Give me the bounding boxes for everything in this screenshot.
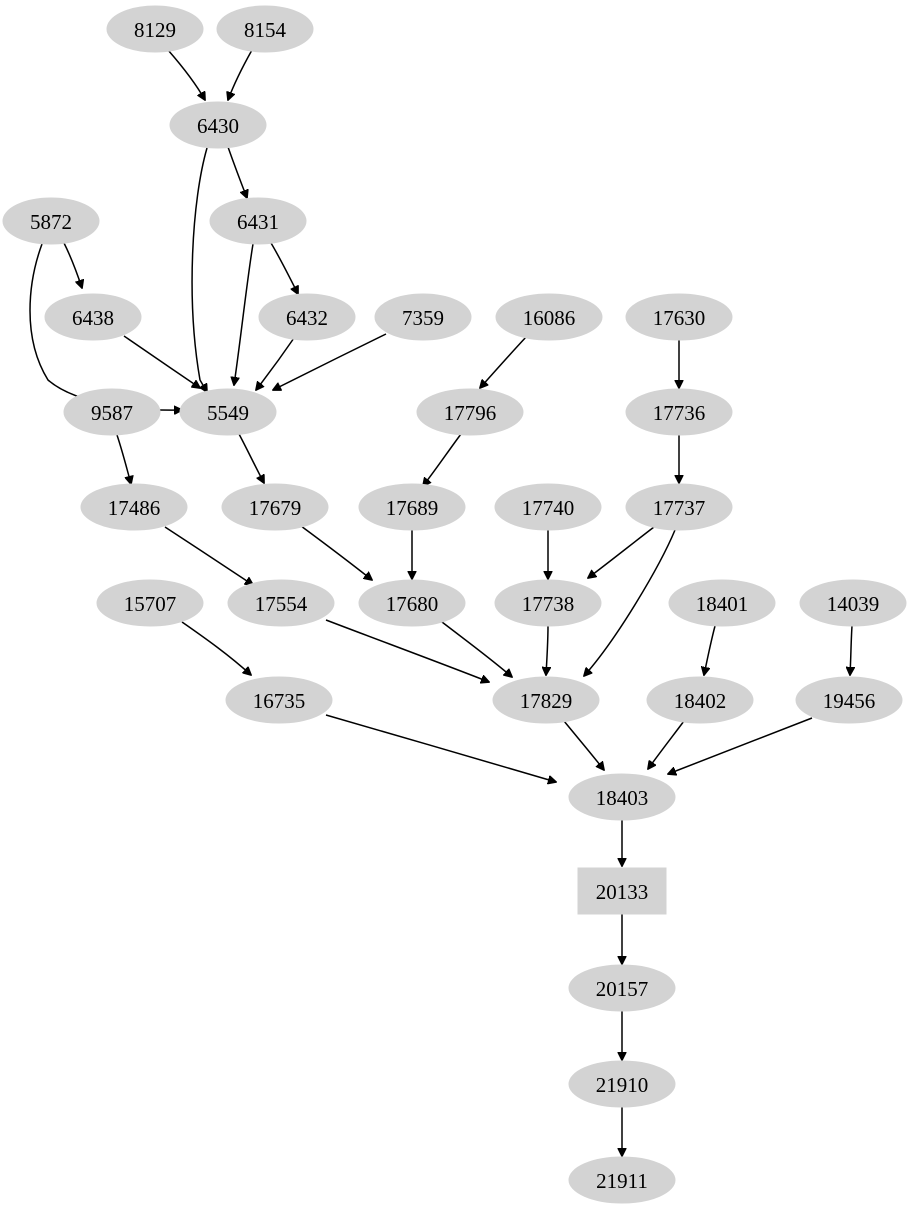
node-shape-ellipse[interactable]: [568, 964, 676, 1012]
graph-node[interactable]: 9587: [63, 388, 161, 436]
node-shape-ellipse[interactable]: [568, 1060, 676, 1108]
graph-node[interactable]: 6430: [169, 101, 267, 149]
node-shape-ellipse[interactable]: [44, 293, 142, 341]
graph-node[interactable]: 20157: [568, 964, 676, 1012]
graph-edge: [300, 525, 372, 580]
node-shape-ellipse[interactable]: [227, 579, 335, 627]
graph-edge: [234, 243, 254, 385]
node-shape-ellipse[interactable]: [2, 197, 100, 245]
node-shape-ellipse[interactable]: [568, 773, 676, 821]
graph-edge: [441, 621, 512, 677]
graph-node[interactable]: 17738: [494, 579, 602, 627]
node-shape-ellipse[interactable]: [169, 101, 267, 149]
node-shape-rectangle[interactable]: [577, 867, 667, 915]
graph-node[interactable]: 8129: [106, 5, 204, 53]
graph-node[interactable]: 17736: [625, 388, 733, 436]
graph-node[interactable]: 14039: [799, 579, 907, 627]
node-shape-ellipse[interactable]: [374, 293, 472, 341]
graph-node[interactable]: 6438: [44, 293, 142, 341]
graph-node[interactable]: 20133: [577, 867, 667, 915]
node-shape-ellipse[interactable]: [646, 676, 754, 724]
graph-edge: [423, 433, 462, 486]
graph-node[interactable]: 21910: [568, 1060, 676, 1108]
node-shape-ellipse[interactable]: [625, 388, 733, 436]
graph-node[interactable]: 17630: [625, 293, 733, 341]
graph-node[interactable]: 18401: [668, 579, 776, 627]
graph-node[interactable]: 15707: [96, 579, 204, 627]
node-shape-ellipse[interactable]: [495, 293, 603, 341]
graph-edge: [123, 335, 200, 388]
node-shape-ellipse[interactable]: [179, 388, 277, 436]
graph-edge: [584, 529, 676, 676]
graph-edge: [228, 49, 253, 100]
graph-edge: [325, 714, 556, 782]
node-shape-ellipse[interactable]: [225, 676, 333, 724]
graph-edge: [167, 49, 205, 100]
graph-node[interactable]: 7359: [374, 293, 472, 341]
node-shape-ellipse[interactable]: [492, 676, 600, 724]
graph-node[interactable]: 19456: [795, 676, 903, 724]
graph-edge: [181, 621, 251, 675]
graph-edge: [546, 625, 548, 675]
graph-edge: [704, 625, 716, 675]
graph-edge: [325, 619, 489, 682]
graph-node[interactable]: 17829: [492, 676, 600, 724]
graph-node[interactable]: 6431: [209, 197, 307, 245]
graph-edge: [273, 333, 387, 390]
node-shape-ellipse[interactable]: [96, 579, 204, 627]
node-shape-ellipse[interactable]: [63, 388, 161, 436]
node-shape-ellipse[interactable]: [795, 676, 903, 724]
graph-node[interactable]: 6432: [258, 293, 356, 341]
graph-edge: [480, 335, 528, 388]
graph-edge: [63, 242, 82, 288]
node-shape-ellipse[interactable]: [358, 579, 466, 627]
graph-edge: [227, 146, 247, 198]
graph-edge: [116, 434, 131, 484]
graph-node[interactable]: 18402: [646, 676, 754, 724]
node-shape-ellipse[interactable]: [258, 293, 356, 341]
graph-edge: [588, 526, 655, 578]
graph-edge: [850, 625, 852, 675]
graph-edge: [270, 242, 298, 294]
node-shape-ellipse[interactable]: [799, 579, 907, 627]
node-shape-ellipse[interactable]: [80, 483, 188, 531]
graph-node[interactable]: 17554: [227, 579, 335, 627]
node-shape-ellipse[interactable]: [416, 388, 524, 436]
node-shape-ellipse[interactable]: [216, 5, 314, 53]
graph-node[interactable]: 5872: [2, 197, 100, 245]
graph-node[interactable]: 17486: [80, 483, 188, 531]
node-shape-ellipse[interactable]: [494, 483, 602, 531]
graph-node[interactable]: 8154: [216, 5, 314, 53]
node-shape-ellipse[interactable]: [568, 1156, 676, 1204]
graph-node[interactable]: 17796: [416, 388, 524, 436]
graph-node[interactable]: 17689: [358, 483, 466, 531]
graph-node[interactable]: 5549: [179, 388, 277, 436]
node-shape-ellipse[interactable]: [668, 579, 776, 627]
graph-node[interactable]: 18403: [568, 773, 676, 821]
graph-node[interactable]: 17680: [358, 579, 466, 627]
graph-node[interactable]: 21911: [568, 1156, 676, 1204]
graph-edge: [164, 526, 253, 585]
graph-node[interactable]: 17737: [625, 483, 733, 531]
graph-node[interactable]: 17679: [221, 483, 329, 531]
graph-edge: [238, 433, 264, 483]
edges-layer: [29, 49, 852, 1156]
graph-edge: [256, 337, 295, 390]
graph-edge: [648, 720, 685, 769]
node-shape-ellipse[interactable]: [625, 483, 733, 531]
graph-node[interactable]: 17740: [494, 483, 602, 531]
node-shape-ellipse[interactable]: [494, 579, 602, 627]
graph-edge: [191, 147, 207, 392]
graph-edge: [563, 720, 604, 770]
graph-node[interactable]: 16086: [495, 293, 603, 341]
node-shape-ellipse[interactable]: [221, 483, 329, 531]
graph-node[interactable]: 16735: [225, 676, 333, 724]
node-shape-ellipse[interactable]: [106, 5, 204, 53]
node-shape-ellipse[interactable]: [209, 197, 307, 245]
graph-edge: [668, 717, 813, 774]
node-shape-ellipse[interactable]: [625, 293, 733, 341]
node-shape-ellipse[interactable]: [358, 483, 466, 531]
